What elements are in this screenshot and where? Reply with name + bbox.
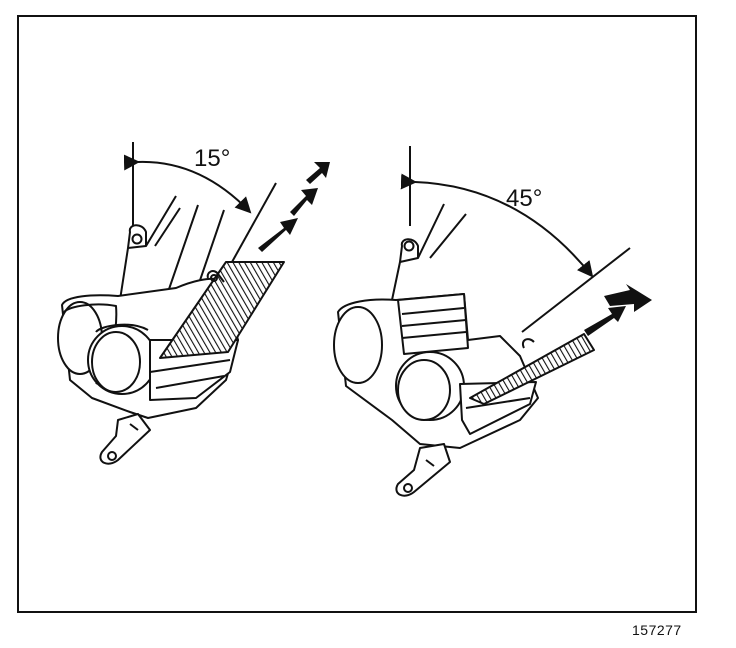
pull-arrows-right (584, 284, 652, 336)
tilt-reference-line-left (231, 182, 277, 263)
retractor-left (57, 142, 285, 465)
angle-arc-left (123, 154, 252, 214)
figure-reference-code: 157277 (632, 622, 682, 638)
angle-label-15: 15° (194, 145, 230, 172)
pull-arrow-icon (584, 306, 626, 336)
angle-label-45: 45° (506, 185, 542, 212)
retractor-right (333, 146, 631, 497)
pull-arrows-left (258, 162, 330, 252)
diagram-frame (17, 15, 697, 613)
pull-arrow-icon (306, 162, 330, 184)
tilt-reference-line-right (521, 247, 631, 333)
angle-arc-right (400, 173, 594, 278)
pull-arrow-icon (604, 284, 652, 312)
pull-arrow-icon (290, 188, 318, 216)
pull-arrow-icon (258, 218, 298, 252)
